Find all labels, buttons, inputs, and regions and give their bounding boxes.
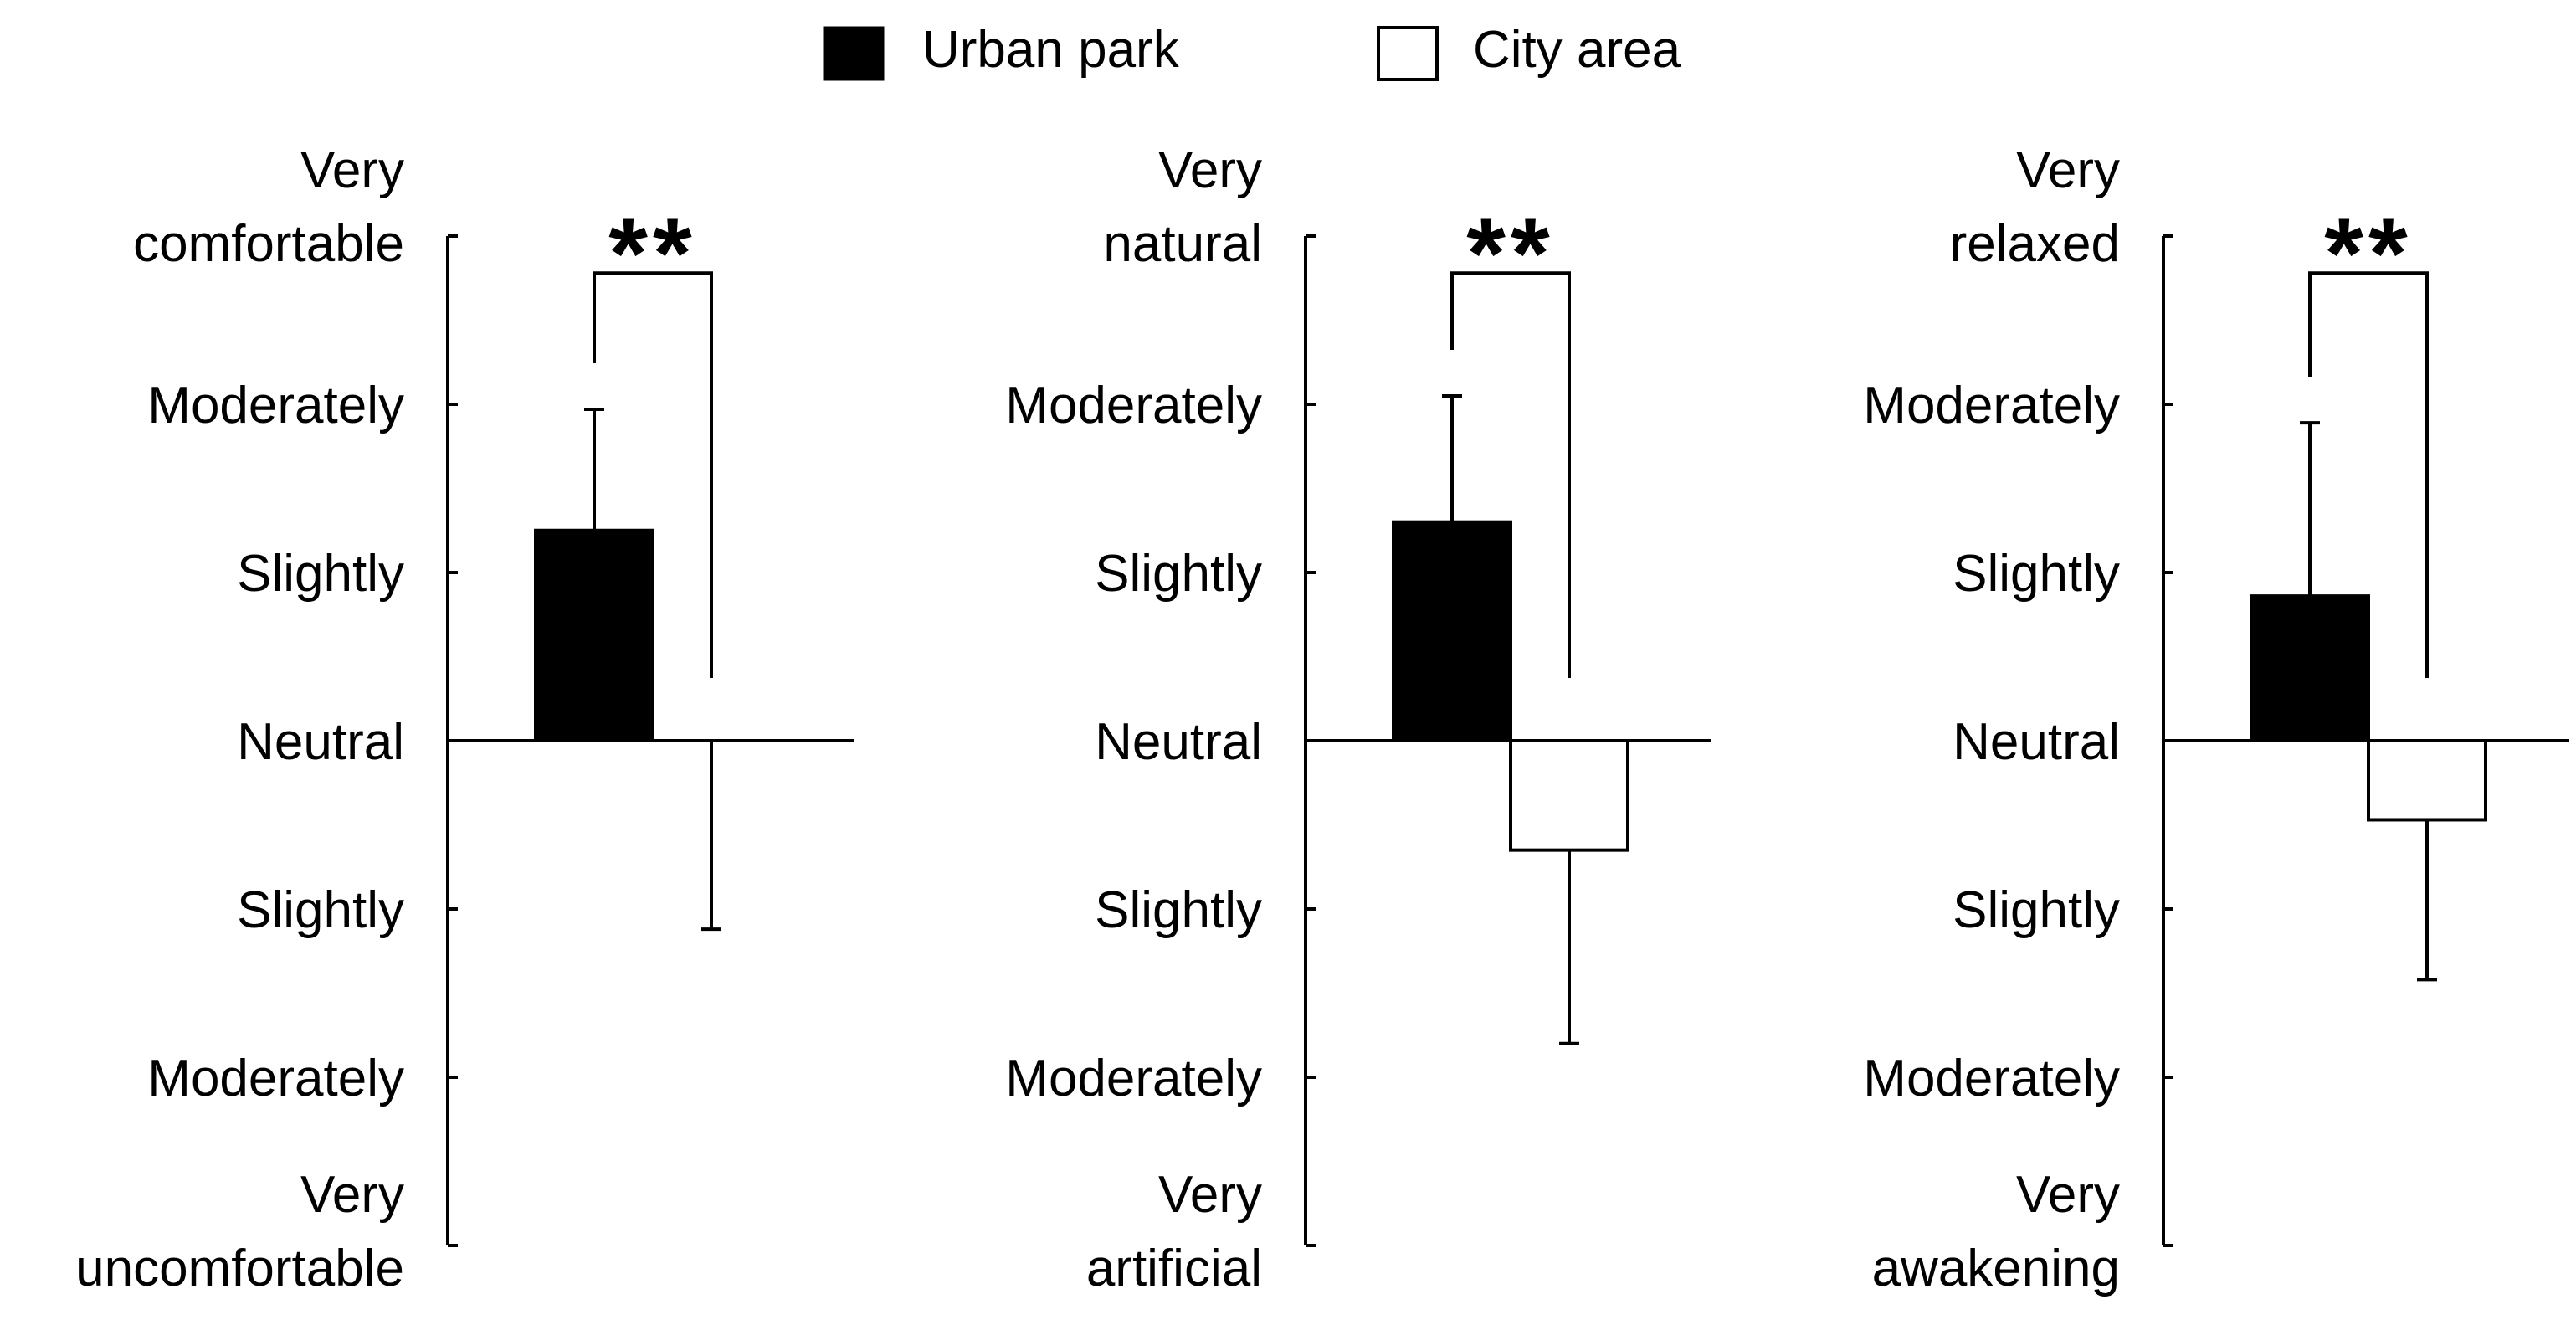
y-tick-label: Very relaxed bbox=[1950, 141, 2120, 273]
legend-item-urban-park: Urban park bbox=[823, 21, 1180, 81]
y-tick-label: Neutral bbox=[1953, 713, 2120, 771]
y-tick-label-line: Slightly bbox=[1953, 881, 2120, 939]
y-tick-label: Very comfortable bbox=[133, 141, 404, 273]
bar-urban-park bbox=[534, 528, 654, 742]
y-tick-label-line: Neutral bbox=[237, 713, 404, 771]
y-tick-label-line: Neutral bbox=[1953, 713, 2120, 771]
legend-item-city-area: City area bbox=[1377, 21, 1681, 81]
y-tick-label: Moderately bbox=[147, 377, 404, 434]
y-tick-label-line: Moderately bbox=[1005, 377, 1262, 434]
y-tick-label: Slightly bbox=[237, 545, 404, 603]
y-tick-label-line: comfortable bbox=[133, 215, 404, 273]
significance-label: ** bbox=[2324, 198, 2412, 310]
significance-bracket bbox=[593, 271, 713, 678]
y-tick-label: Moderately bbox=[1863, 1050, 2120, 1107]
y-tick-label: Slightly bbox=[1095, 545, 1262, 603]
y-tick-label: Slightly bbox=[1953, 545, 2120, 603]
y-tick-label-line: Very bbox=[300, 1166, 404, 1224]
y-tick-label-line: natural bbox=[1103, 215, 1262, 273]
y-tick-label-line: Very bbox=[1158, 141, 1262, 199]
y-tick-label-line: Neutral bbox=[1095, 713, 1262, 771]
significance-bracket bbox=[1450, 271, 1571, 678]
y-tick-label: Moderately bbox=[1863, 377, 2120, 434]
y-tick-label-line: awakening bbox=[1872, 1240, 2120, 1297]
y-tick-label: Slightly bbox=[237, 881, 404, 939]
y-tick-label: Slightly bbox=[1095, 881, 1262, 939]
legend-label-city-area: City area bbox=[1473, 21, 1681, 79]
y-tick-label: Moderately bbox=[147, 1050, 404, 1107]
y-tick-label: Very artificial bbox=[1086, 1166, 1262, 1297]
legend-label-urban-park: Urban park bbox=[922, 21, 1180, 79]
bar-urban-park bbox=[2250, 594, 2370, 743]
y-tick-label: Moderately bbox=[1005, 377, 1262, 434]
y-tick-label: Moderately bbox=[1005, 1050, 1262, 1107]
bar-city-area bbox=[1509, 739, 1629, 852]
bar-urban-park bbox=[1392, 520, 1512, 742]
significance-label: ** bbox=[608, 198, 696, 310]
y-tick-label-line: relaxed bbox=[1950, 215, 2120, 273]
y-tick-label-line: Slightly bbox=[237, 545, 404, 603]
y-tick-label-line: Slightly bbox=[1095, 881, 1262, 939]
y-tick-label-line: Slightly bbox=[237, 881, 404, 939]
y-tick-label: Very natural bbox=[1103, 141, 1262, 273]
significance-label: ** bbox=[1466, 198, 1554, 310]
y-tick-label-line: Very bbox=[1158, 1166, 1262, 1224]
y-tick-label: Neutral bbox=[237, 713, 404, 771]
bar-city-area bbox=[2367, 739, 2487, 822]
legend: Urban park City area bbox=[823, 21, 1681, 81]
y-tick-label-line: Slightly bbox=[1095, 545, 1262, 603]
y-tick-label-line: Slightly bbox=[1953, 545, 2120, 603]
y-tick-label-line: Very bbox=[2016, 141, 2120, 199]
y-tick-label-line: Very bbox=[2016, 1166, 2120, 1224]
y-tick-label-line: Moderately bbox=[147, 1050, 404, 1107]
y-tick-label: Neutral bbox=[1095, 713, 1262, 771]
legend-swatch-city-area bbox=[1377, 26, 1439, 81]
y-tick-label-line: Very bbox=[300, 141, 404, 199]
y-tick-label: Very uncomfortable bbox=[75, 1166, 404, 1297]
y-tick-label-line: Moderately bbox=[1005, 1050, 1262, 1107]
y-tick-label-line: artificial bbox=[1086, 1240, 1262, 1297]
y-tick-label: Very awakening bbox=[1872, 1166, 2120, 1297]
y-tick-label-line: Moderately bbox=[1863, 377, 2120, 434]
y-tick-label-line: Moderately bbox=[1863, 1050, 2120, 1107]
y-tick-label: Slightly bbox=[1953, 881, 2120, 939]
legend-swatch-urban-park bbox=[823, 26, 885, 81]
y-tick-label-line: uncomfortable bbox=[75, 1240, 404, 1297]
significance-bracket bbox=[2308, 271, 2429, 678]
y-tick-label-line: Moderately bbox=[147, 377, 404, 434]
